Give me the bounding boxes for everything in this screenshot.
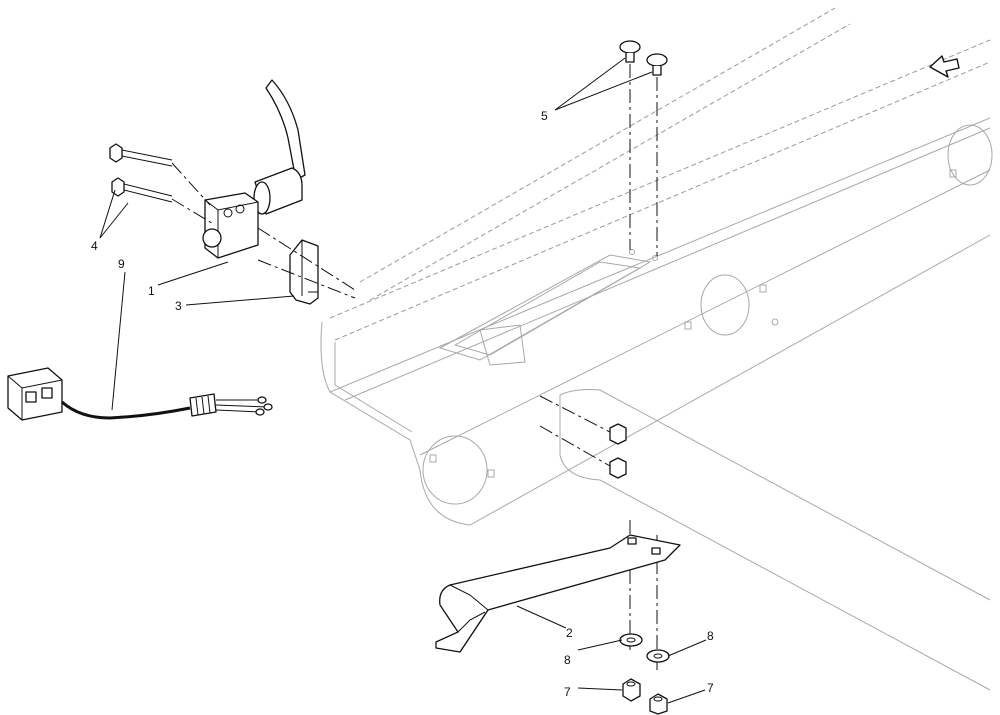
front-arrow-icon (929, 55, 960, 78)
wiring-harness (7, 367, 273, 421)
flat-washers (619, 633, 670, 663)
chassis-frame (320, 7, 993, 691)
callout-1: 1 (148, 284, 155, 298)
callout-4: 4 (91, 239, 98, 253)
mounting-bracket (289, 239, 319, 305)
flange-nuts (539, 395, 627, 479)
leader-lines (99, 57, 707, 704)
support-bracket (435, 534, 681, 653)
callout-7-right: 7 (707, 681, 714, 695)
callout-3: 3 (175, 299, 182, 313)
callout-labels: 4 9 1 3 5 2 8 8 7 7 (91, 109, 714, 699)
sensor-assembly (202, 79, 306, 259)
callout-2: 2 (566, 626, 573, 640)
callout-9: 9 (118, 257, 125, 271)
callout-7-left: 7 (564, 685, 571, 699)
carriage-bolts (619, 40, 668, 670)
callout-8-left: 8 (564, 653, 571, 667)
callout-8-right: 8 (707, 629, 714, 643)
hex-nuts (622, 678, 668, 715)
callout-5: 5 (541, 109, 548, 123)
